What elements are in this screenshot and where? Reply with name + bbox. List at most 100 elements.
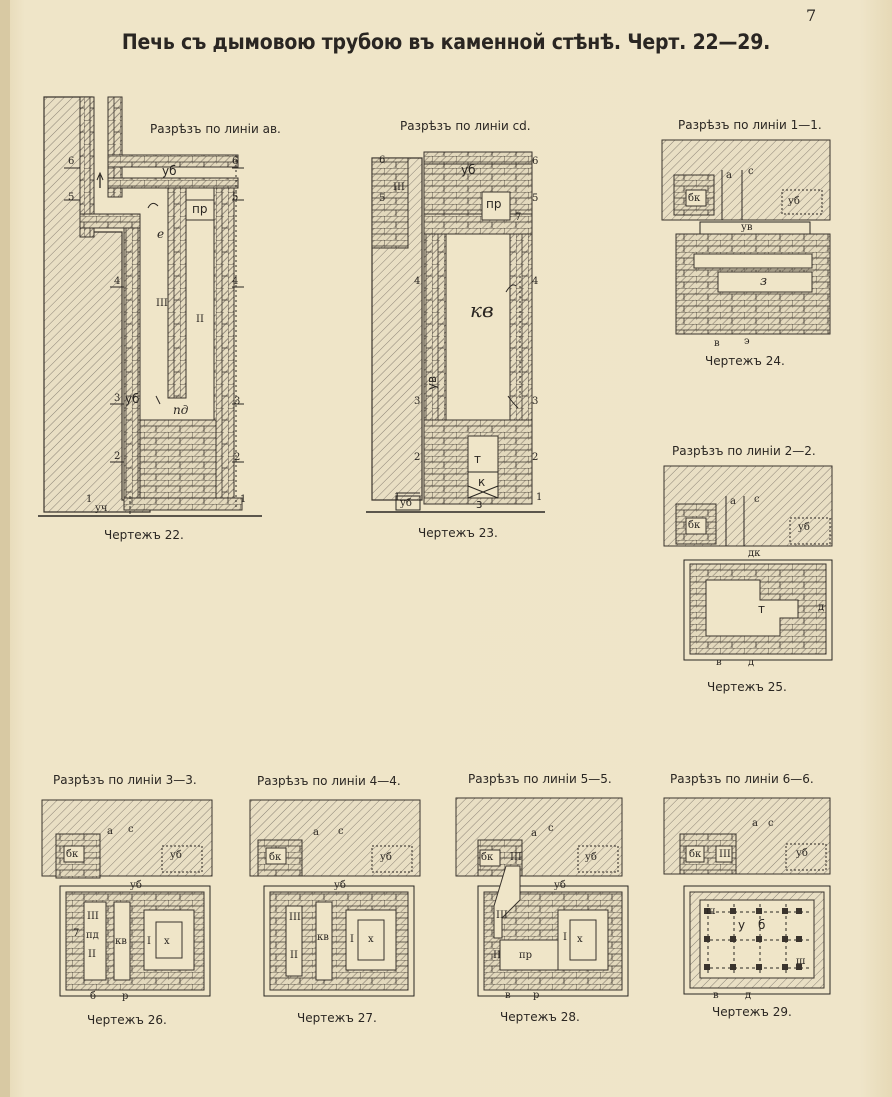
d23-mark-seven: 7	[515, 212, 522, 223]
d28-mark-iii: III	[510, 852, 522, 863]
d23-level-2: 2	[414, 452, 421, 463]
d27-mark-yb: уб	[380, 852, 392, 863]
d23-mark-yv: ув	[425, 375, 440, 391]
d24-mark-e: э	[744, 336, 750, 347]
d23-level-4r: 4	[532, 276, 539, 287]
d22-level-4: 4	[114, 276, 121, 287]
d23-mark-pr: пр	[486, 197, 502, 211]
d28-mark-p: р	[533, 990, 540, 1001]
d24-mark-yb: уб	[788, 196, 800, 207]
d22-mark-iii: III	[156, 298, 168, 309]
d23-level-5: 5	[379, 193, 386, 204]
d28-mark-pr: пр	[519, 950, 533, 961]
d23-caption: Чертежъ 23.	[418, 526, 498, 540]
d27-mark-x: х	[368, 934, 374, 945]
d23-mark-t: т	[474, 452, 481, 466]
d24-mark-z: з	[760, 274, 768, 289]
d23-mark-yb: уб	[461, 163, 476, 177]
d29-mark-sh: ш	[706, 906, 716, 917]
d23-level-5r: 5	[532, 193, 539, 204]
d26-mark-iii: III	[87, 911, 99, 922]
d28-mark-a: а	[531, 828, 537, 839]
d25-section-label: Разрѣзъ по линіи 2—2.	[672, 444, 816, 458]
d29-mark-sh2: ш	[796, 956, 806, 967]
d22-mark-yb: уб	[162, 164, 177, 178]
page-number: 7	[806, 6, 817, 25]
d23-level-4: 4	[414, 276, 421, 287]
d25-mark-bk: бк	[688, 520, 701, 531]
d25-mark-d2: д	[748, 657, 755, 668]
d28-mark-iii2: III	[496, 910, 508, 921]
d26-mark-x: х	[164, 936, 170, 947]
d29-caption: Чертежъ 29.	[712, 1005, 792, 1019]
d27-mark-a: а	[313, 827, 319, 838]
d24-section-label: Разрѣзъ по линіи 1—1.	[678, 118, 822, 132]
d27-mark-i: I	[350, 934, 354, 945]
d23-level-6r: 6	[532, 156, 539, 167]
d28-caption: Чертежъ 28.	[500, 1010, 580, 1024]
drawing-27	[249, 799, 421, 997]
d27-mark-kv: кв	[317, 932, 329, 943]
d28-section-label: Разрѣзъ по линіи 5—5.	[468, 772, 612, 786]
drawing-25	[663, 465, 833, 661]
drawing-24	[661, 139, 831, 335]
d22-level-1r: 1	[240, 494, 247, 505]
d23-level-2r: 2	[532, 452, 539, 463]
d27-mark-ii: II	[290, 950, 298, 961]
d29-mark-bk: бк	[689, 849, 702, 860]
d25-mark-c: с	[754, 494, 760, 505]
d22-level-2r: 2	[234, 452, 241, 463]
d25-mark-a: а	[730, 496, 736, 507]
d25-mark-dk: дк	[748, 548, 761, 559]
d28-mark-bk: бк	[481, 852, 494, 863]
d22-mark-pd: пд	[173, 403, 189, 417]
d22-level-5r: 5	[232, 192, 239, 203]
d28-mark-c: с	[548, 823, 554, 834]
d25-mark-t: т	[758, 602, 765, 616]
d28-mark-yb: уб	[585, 852, 597, 863]
d23-mark-k: к	[478, 475, 486, 489]
d28-mark-ii: II	[493, 950, 501, 961]
d26-mark-pd: пд	[86, 930, 99, 941]
d27-mark-c: с	[338, 826, 344, 837]
d23-level-3: 3	[414, 396, 421, 407]
d23-level-6: 6	[379, 155, 386, 166]
drawing-22	[38, 96, 262, 517]
d29-section-label: Разрѣзъ по линіи 6—6.	[670, 772, 814, 786]
d26-mark-i: I	[147, 936, 151, 947]
d29-mark-d: д	[745, 990, 752, 1001]
d22-mark-yb-side: уб	[125, 392, 140, 406]
d22-level-3: 3	[114, 393, 121, 404]
d28-mark-v: в	[505, 990, 511, 1001]
page-title: Печь съ дымовою трубою въ каменной стѣнѣ…	[121, 30, 771, 54]
d22-mark-e: е	[157, 227, 165, 241]
d24-mark-c: с	[748, 166, 754, 177]
d26-mark-a: а	[107, 826, 113, 837]
d28-mark-x: х	[577, 934, 583, 945]
d26-mark-seven: 7	[73, 928, 80, 939]
d29-mark-a: а	[752, 818, 758, 829]
d29-mark-c: с	[768, 818, 774, 829]
d22-mark-ych: уч	[95, 503, 108, 514]
drawing-28	[455, 797, 629, 997]
d23-mark-z: з	[476, 497, 483, 511]
d22-level-4r: 4	[232, 276, 239, 287]
d23-level-3r: 3	[532, 396, 539, 407]
d26-caption: Чертежъ 26.	[87, 1013, 167, 1027]
d28-mark-i: I	[563, 932, 567, 943]
d29-mark-yb: уб	[796, 848, 808, 859]
d23-mark-kv: кв	[470, 298, 494, 322]
d25-mark-v: в	[716, 657, 722, 668]
d22-level-6r: 6	[232, 156, 239, 167]
d23-mark-iii: III	[393, 182, 405, 193]
d24-mark-bk: бк	[688, 193, 701, 204]
d27-caption: Чертежъ 27.	[297, 1011, 377, 1025]
d22-level-6: 6	[68, 156, 75, 167]
d27-mark-bk: бк	[269, 852, 282, 863]
d22-level-2: 2	[114, 451, 121, 462]
d29-mark-y: у	[738, 918, 746, 932]
d26-mark-bk: бк	[66, 849, 79, 860]
d23-level-1r: 1	[536, 492, 543, 503]
